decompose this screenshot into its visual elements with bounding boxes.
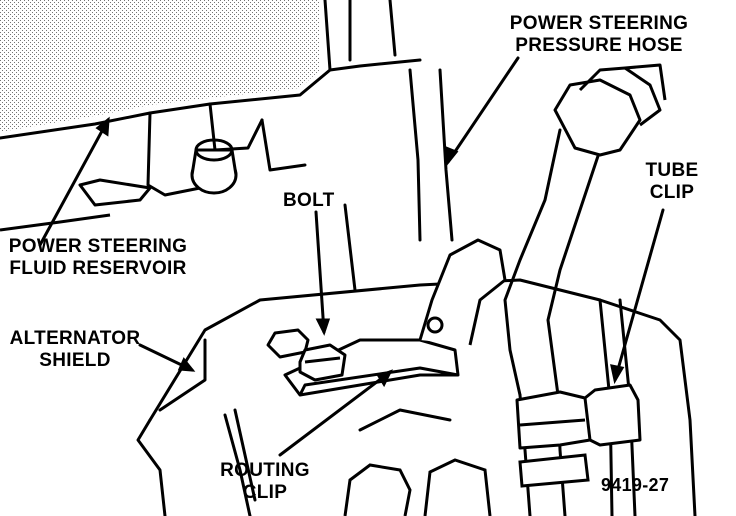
fluid-reservoir-bracket bbox=[0, 178, 152, 232]
label-alternator-shield-line2: SHIELD bbox=[39, 350, 111, 371]
leader-lines bbox=[38, 56, 665, 457]
arrowhead-shield bbox=[177, 357, 196, 372]
reservoir-body bbox=[0, 0, 422, 197]
label-pressure-hose-line1: POWER STEERING bbox=[509, 13, 689, 34]
label-routing-clip: ROUTING CLIP bbox=[205, 460, 325, 504]
reservoir-shading bbox=[0, 0, 320, 132]
label-alternator-shield-line1: ALTERNATOR bbox=[9, 328, 141, 349]
bolt-part bbox=[266, 328, 347, 382]
leader-pressure-hose bbox=[446, 56, 520, 164]
label-bolt: BOLT bbox=[283, 190, 335, 211]
routing-clip-part bbox=[283, 238, 507, 397]
label-reservoir-line2: FLUID RESERVOIR bbox=[9, 258, 187, 279]
arrowhead-routing-clip bbox=[376, 369, 394, 388]
label-tube-clip: TUBE CLIP bbox=[640, 160, 704, 204]
label-pressure-hose-line2: PRESSURE HOSE bbox=[515, 35, 683, 56]
label-routing-clip-line1: ROUTING bbox=[220, 460, 310, 481]
label-tube-clip-line1: TUBE bbox=[645, 160, 699, 181]
arrowhead-pressure-hose bbox=[444, 145, 459, 166]
leader-bolt bbox=[314, 210, 326, 334]
reservoir-cap bbox=[190, 138, 238, 195]
lower-bolts bbox=[343, 458, 492, 516]
label-reservoir: POWER STEERING FLUID RESERVOIR bbox=[0, 236, 196, 280]
leader-tube-clip bbox=[613, 208, 665, 382]
label-routing-clip-line2: CLIP bbox=[242, 482, 288, 503]
label-tube-clip-line2: CLIP bbox=[649, 182, 695, 203]
frame-lines bbox=[343, 68, 454, 292]
hose-fitting bbox=[553, 63, 667, 157]
figure-id: 9419-27 bbox=[601, 475, 670, 495]
label-reservoir-line1: POWER STEERING bbox=[8, 236, 188, 257]
label-alternator-shield: ALTERNATOR SHIELD bbox=[0, 328, 150, 372]
arrowhead-tube-clip bbox=[610, 364, 625, 385]
hose-coupling bbox=[518, 453, 590, 488]
tube-clip-part bbox=[515, 383, 642, 450]
arrowhead-bolt bbox=[315, 318, 331, 336]
arrowhead-reservoir bbox=[95, 116, 110, 137]
alternator-shield bbox=[136, 278, 697, 516]
leader-routing-clip bbox=[278, 370, 392, 457]
label-pressure-hose: POWER STEERING PRESSURE HOSE bbox=[498, 13, 700, 57]
leader-reservoir bbox=[38, 118, 110, 247]
